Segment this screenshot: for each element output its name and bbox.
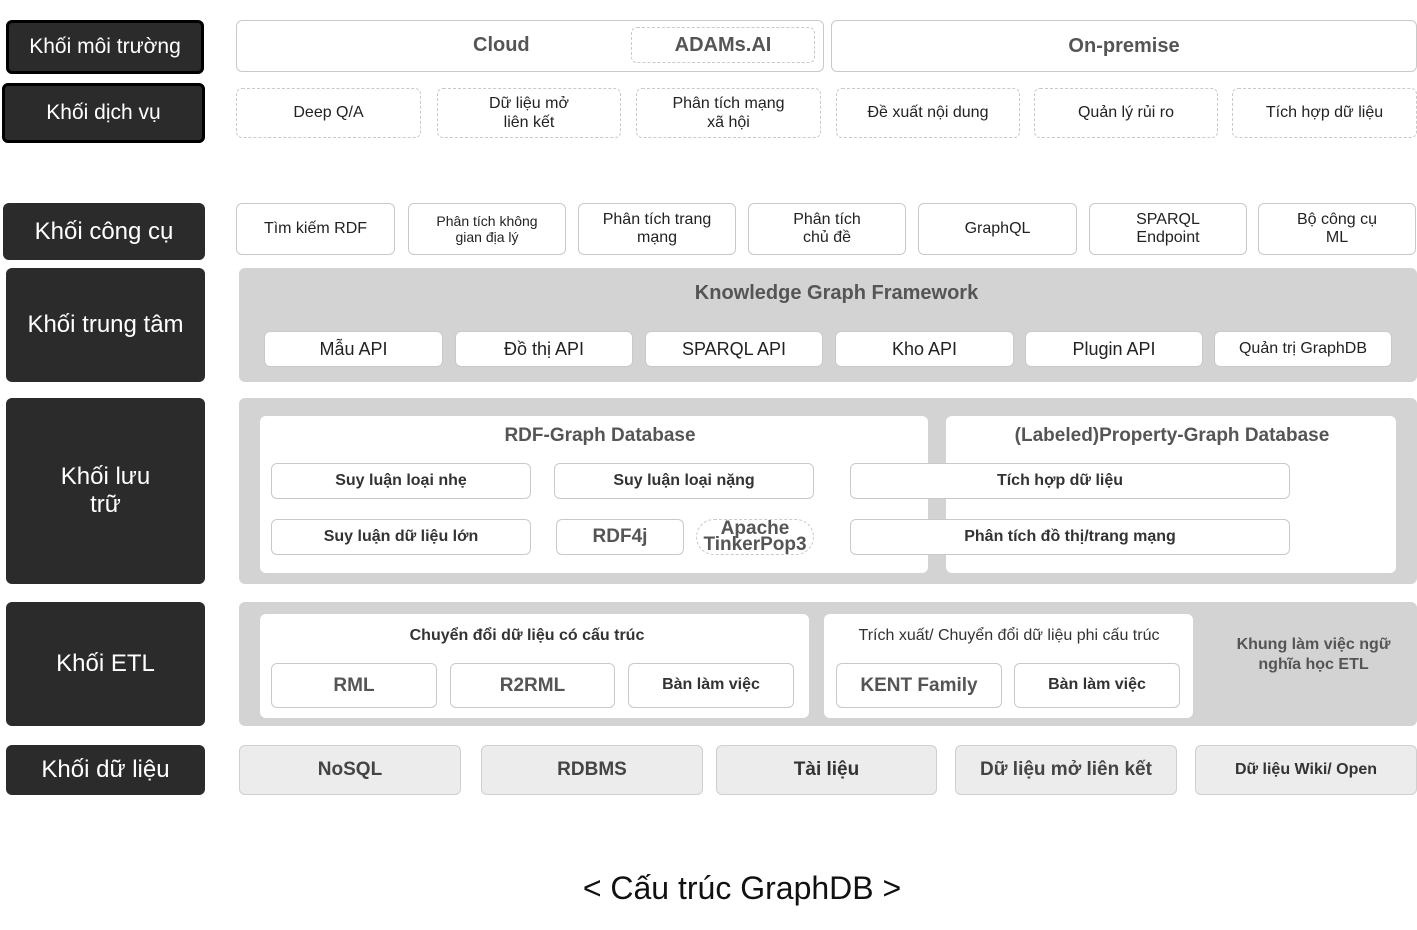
data-source-item: RDBMS — [481, 745, 703, 795]
service-item: Deep Q/A — [236, 88, 421, 138]
layer-label-data: Khối dữ liệu — [6, 745, 205, 795]
layer-label-service: Khối dịch vụ — [2, 83, 205, 143]
service-item: Quản lý rủi ro — [1034, 88, 1218, 138]
data-source-item: Dữ liệu Wiki/ Open — [1195, 745, 1417, 795]
storage-rdf4j: RDF4j — [556, 519, 684, 555]
data-source-item: NoSQL — [239, 745, 461, 795]
storage-light-inference: Suy luận loại nhẹ — [271, 463, 531, 499]
tool-item: Phân tích không gian địa lý — [408, 203, 566, 255]
env-adams-box: ADAMs.AI — [631, 27, 815, 63]
diagram-caption: < Cấu trúc GraphDB > — [582, 870, 902, 906]
data-source-item: Dữ liệu mở liên kết — [955, 745, 1177, 795]
core-api: Mẫu API — [264, 331, 443, 367]
etl-structured-title: Chuyển đổi dữ liệu có cấu trúc — [409, 627, 645, 644]
service-item: Phân tích mạng xã hội — [636, 88, 821, 138]
core-api: SPARQL API — [645, 331, 823, 367]
tool-item: Phân tích chủ đề — [748, 203, 906, 255]
storage-tinkerpop: Apache TinkerPop3 — [696, 519, 814, 555]
etl-workbench-structured: Bàn làm việc — [628, 663, 794, 708]
data-source-item: Tài liệu — [716, 745, 937, 795]
storage-heavy-inference: Suy luận loại nặng — [554, 463, 814, 499]
lpg-graph-title: (Labeled)Property-Graph Database — [1014, 425, 1330, 446]
core-api: Quản trị GraphDB — [1214, 331, 1392, 367]
tool-item: Phân tích trang mạng — [578, 203, 736, 255]
tool-item: GraphQL — [918, 203, 1077, 255]
storage-data-integration: Tích hợp dữ liệu — [850, 463, 1290, 499]
env-cloud-label: Cloud — [473, 34, 530, 56]
layer-label-core: Khối trung tâm — [6, 268, 205, 382]
storage-graph-analysis: Phân tích đồ thị/trang mạng — [850, 519, 1290, 555]
etl-workbench-unstructured: Bàn làm việc — [1014, 663, 1180, 708]
etl-unstructured-title: Trích xuất/ Chuyển đổi dữ liệu phi cấu t… — [858, 627, 1160, 644]
layer-label-env: Khối môi trường — [6, 20, 204, 74]
etl-kent-family: KENT Family — [836, 663, 1002, 708]
etl-r2rml: R2RML — [450, 663, 615, 708]
storage-big-inference: Suy luận dữ liệu lớn — [271, 519, 531, 555]
etl-semantic-framework: Khung làm việc ngữ nghĩa học ETL — [1236, 636, 1391, 673]
layer-label-storage: Khối lưu trữ — [6, 398, 205, 584]
rdf-graph-title: RDF-Graph Database — [504, 425, 696, 446]
layer-label-etl: Khối ETL — [6, 602, 205, 726]
core-framework-title: Knowledge Graph Framework — [694, 282, 979, 304]
layer-label-tools: Khối công cụ — [3, 203, 205, 260]
service-item: Đề xuất nội dung — [836, 88, 1020, 138]
tool-item: SPARQL Endpoint — [1089, 203, 1247, 255]
env-onprem-box: On-premise — [831, 20, 1417, 72]
tool-item: Bộ công cụ ML — [1258, 203, 1416, 255]
service-item: Tích hợp dữ liệu — [1232, 88, 1417, 138]
etl-rml: RML — [271, 663, 437, 708]
core-api: Plugin API — [1025, 331, 1203, 367]
tool-item: Tìm kiếm RDF — [236, 203, 395, 255]
service-item: Dữ liệu mở liên kết — [437, 88, 621, 138]
core-api: Đồ thị API — [455, 331, 633, 367]
core-api: Kho API — [835, 331, 1014, 367]
